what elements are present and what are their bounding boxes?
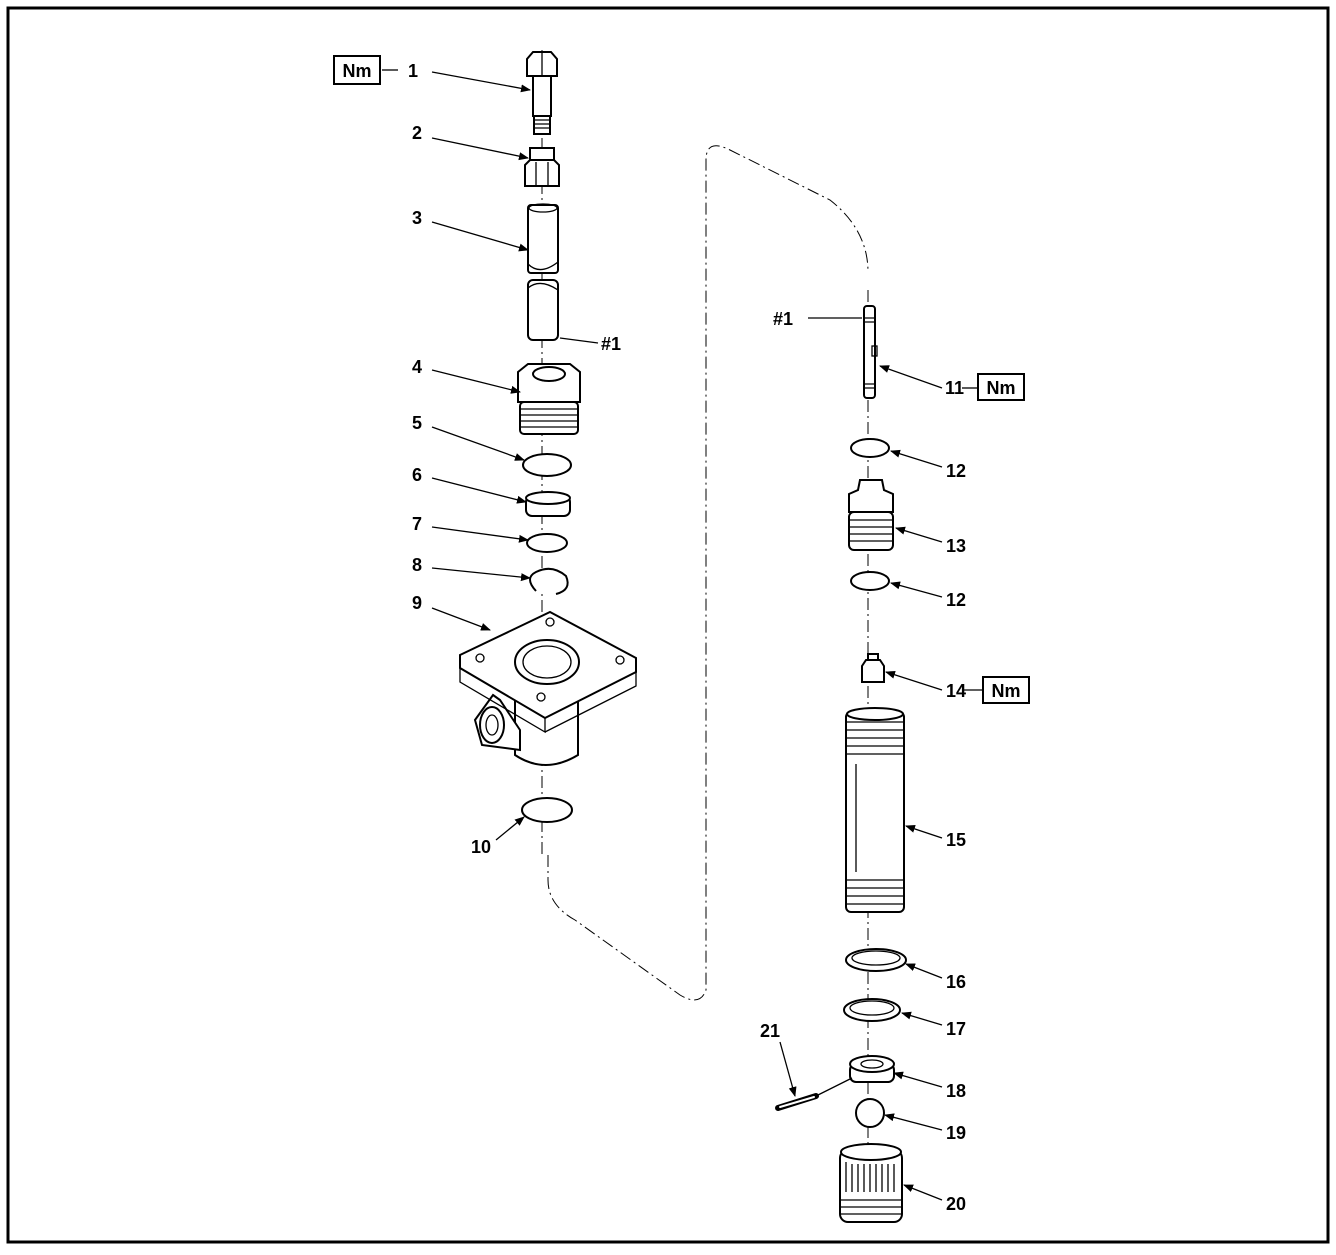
callout-12-lower: 12 (946, 590, 966, 610)
part-9-housing (459, 610, 637, 766)
part-15-pipe (845, 707, 905, 913)
callout-16: 16 (946, 972, 966, 992)
callout-2: 2 (412, 123, 422, 143)
callout-1: 1 (408, 61, 418, 81)
part-7-washer (526, 533, 568, 553)
part-16-ring (845, 948, 907, 972)
part-12-o-ring-upper (850, 438, 890, 458)
nm-label-11: Nm (986, 378, 1015, 398)
callout-ref-left: #1 (601, 334, 621, 354)
callout-5: 5 (412, 413, 422, 433)
part-6-bushing (525, 491, 571, 517)
callout-19: 19 (946, 1123, 966, 1143)
part-5-o-ring (522, 453, 572, 477)
part-21-pin (775, 1093, 819, 1111)
nm-box-1 (333, 55, 381, 85)
part-11-rod (863, 305, 878, 399)
callout-18: 18 (946, 1081, 966, 1101)
callout-10: 10 (471, 837, 491, 857)
part-13-valve (848, 479, 894, 551)
callout-8: 8 (412, 555, 422, 575)
part-18-seat (849, 1055, 895, 1083)
callout-4: 4 (412, 357, 422, 377)
nm-label-1: Nm (342, 61, 371, 81)
callout-3: 3 (412, 208, 422, 228)
callout-6: 6 (412, 465, 422, 485)
part-3-sleeve (527, 203, 559, 341)
part-19-ball (855, 1098, 885, 1128)
part-8-snap-ring (529, 567, 569, 595)
callout-13: 13 (946, 536, 966, 556)
part-4-fitting (517, 363, 581, 435)
callout-21: 21 (760, 1021, 780, 1041)
leader-lines (382, 69, 982, 1201)
nm-box-14 (982, 676, 1030, 704)
callout-14: 14 (946, 681, 966, 701)
callout-12-upper: 12 (946, 461, 966, 481)
nm-box-11 (977, 373, 1025, 401)
callout-17: 17 (946, 1019, 966, 1039)
part-12-o-ring-lower (850, 571, 890, 591)
part-2-nut (524, 147, 560, 187)
callout-15: 15 (946, 830, 966, 850)
callout-ref-right: #1 (773, 309, 793, 329)
drawing-frame (6, 6, 1330, 1244)
part-14-nut (861, 653, 885, 683)
nm-label-14: Nm (991, 681, 1020, 701)
callout-7: 7 (412, 514, 422, 534)
part-10-o-ring (521, 797, 573, 823)
part-20-foot-nut (839, 1143, 903, 1223)
callout-20: 20 (946, 1194, 966, 1214)
part-1-bolt (526, 51, 558, 135)
part-17-ring (843, 998, 901, 1022)
connector-dashed-path (547, 145, 869, 1001)
callout-9: 9 (412, 593, 422, 613)
callout-11: 11 (945, 378, 964, 398)
